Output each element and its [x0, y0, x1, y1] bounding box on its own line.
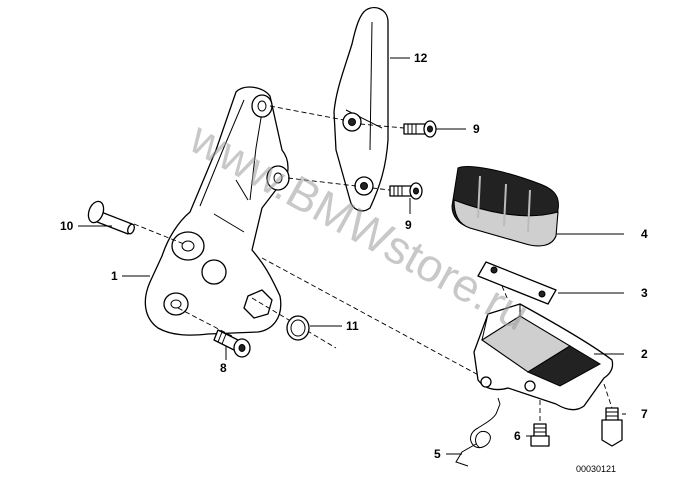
bolt-part-8 — [213, 329, 251, 358]
bolt-part-9-upper — [403, 120, 437, 138]
callout-12: 12 — [414, 51, 428, 65]
plate-part-3 — [477, 261, 557, 305]
callout-4: 4 — [641, 227, 648, 241]
callout-1: 1 — [111, 269, 118, 283]
callout-9-lower: 9 — [405, 218, 412, 232]
screw-part-7 — [601, 407, 623, 447]
footrest-part-2 — [473, 303, 614, 411]
callout-9-upper: 9 — [473, 122, 480, 136]
callout-7: 7 — [641, 407, 648, 421]
bolt-part-9-lower — [389, 182, 423, 200]
callout-6: 6 — [514, 429, 521, 443]
circlip-part-11 — [286, 315, 310, 341]
callout-2: 2 — [641, 347, 648, 361]
pin-part-10 — [87, 200, 135, 235]
callout-10: 10 — [60, 219, 74, 233]
leader-lines — [78, 57, 626, 455]
callout-3: 3 — [641, 286, 648, 300]
callout-8: 8 — [220, 361, 227, 375]
bracket-part-1 — [144, 86, 290, 336]
callout-11: 11 — [346, 319, 359, 333]
screw-part-6 — [530, 423, 550, 447]
spring-part-5 — [455, 397, 501, 467]
document-number: 00030121 — [576, 464, 616, 474]
callout-5: 5 — [434, 447, 441, 461]
rubber-pad-part-4 — [451, 166, 559, 247]
plate-part-12 — [333, 7, 389, 212]
